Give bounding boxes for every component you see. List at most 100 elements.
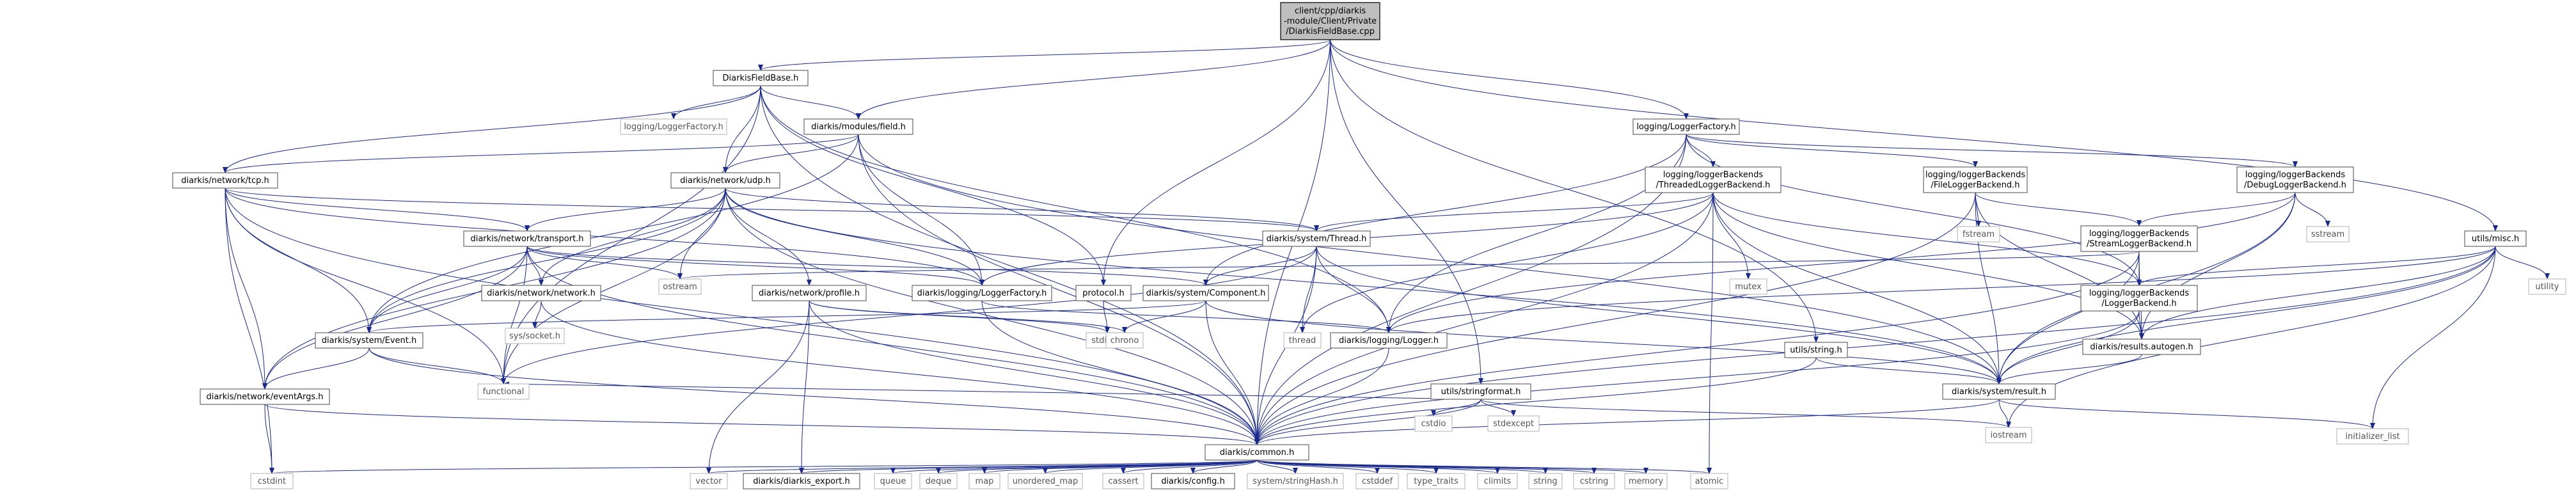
include-edge <box>1686 134 2298 168</box>
node-label-line: utils/string.h <box>1790 346 1842 355</box>
include-edge <box>723 85 761 173</box>
include-edge <box>368 347 506 385</box>
node-label-line: logging/loggerBackends <box>1925 170 2026 180</box>
include-edge <box>368 347 1260 445</box>
node-diarkis-fieldbase-cpp[interactable]: client/cpp/diarkis-module/Client/Private… <box>1280 2 1380 40</box>
include-edge <box>1712 192 1751 280</box>
node-diarkis-network-network-h[interactable]: diarkis/network/network.h <box>481 285 601 301</box>
node-utils-string-h[interactable]: utils/string.h <box>1784 342 1848 358</box>
node-logging-loggerfactory-h[interactable]: logging/LoggerFactory.h <box>1632 118 1740 135</box>
node-box <box>919 473 958 489</box>
node-label-line: /DiarkisFieldBase.cpp <box>1286 27 1375 36</box>
node-diarkis-system-result-h[interactable]: diarkis/system/result.h <box>1942 383 2056 400</box>
include-edge <box>858 134 984 286</box>
node-diarkis-network-transport-h[interactable]: diarkis/network/transport.h <box>463 230 591 247</box>
node-diarkis-export-h[interactable]: diarkis/diarkis_export.h <box>743 473 860 489</box>
include-edge <box>758 39 1331 71</box>
node-label-line: system/stringHash.h <box>1252 477 1338 486</box>
node-box <box>250 473 294 489</box>
include-edge <box>1043 459 1258 474</box>
node-diarkis-logging-logger-h[interactable]: diarkis/logging/Logger.h <box>1330 332 1448 349</box>
node-diarkis-system-component-h[interactable]: diarkis/system/Component.h <box>1142 285 1269 301</box>
node-iostream: iostream <box>1985 427 2032 443</box>
node-label-line: cstddef <box>1362 477 1393 486</box>
node-loggerbackend-h[interactable]: logging/loggerBackends/LoggerBackend.h <box>2080 285 2198 312</box>
node-box <box>2464 230 2527 247</box>
node-box <box>172 172 278 189</box>
node-fileloggerbackend-h[interactable]: logging/loggerBackends/FileLoggerBackend… <box>1923 166 2028 193</box>
node-box <box>200 388 330 405</box>
include-edge <box>1256 459 1597 474</box>
include-edge <box>2006 246 2496 428</box>
include-edge <box>525 187 726 232</box>
node-logging-loggerfactory-h-sys: logging/LoggerFactory.h <box>620 118 727 135</box>
node-layer: client/cpp/diarkis-module/Client/Private… <box>172 2 2566 489</box>
node-label-line: sstream <box>2311 230 2344 239</box>
node-stdexcept: stdexcept <box>1487 415 1540 432</box>
node-box <box>1690 473 1728 489</box>
node-sys-socket-h: sys/socket.h <box>505 328 565 344</box>
node-threadedloggerbackend-h[interactable]: logging/loggerBackends/ThreadedLoggerBac… <box>1645 166 1782 193</box>
node-box <box>1205 444 1309 461</box>
node-utils-stringformat-h[interactable]: utils/stringformat.h <box>1430 383 1531 400</box>
node-label-line: atomic <box>1695 477 1723 486</box>
node-box <box>912 285 1052 301</box>
node-protocol-h[interactable]: protocol.h <box>1075 285 1132 301</box>
node-utils-misc-h[interactable]: utils/misc.h <box>2464 230 2527 247</box>
node-label-line: utils/misc.h <box>2472 234 2519 244</box>
node-box <box>1075 285 1132 301</box>
node-label-line: diarkis/network/eventArgs.h <box>206 392 323 402</box>
node-diarkis-system-event-h[interactable]: diarkis/system/Event.h <box>315 332 423 349</box>
node-label-line: logging/LoggerFactory.h <box>1636 122 1735 132</box>
node-diarkis-network-profile-h[interactable]: diarkis/network/profile.h <box>752 285 867 301</box>
include-edge <box>858 134 1260 445</box>
node-diarkis-network-udp-h[interactable]: diarkis/network/udp.h <box>670 172 780 189</box>
node-diarkis-results-autogen-h[interactable]: diarkis/results.autogen.h <box>2082 338 2201 355</box>
node-label-line: cassert <box>1108 477 1138 486</box>
node-label-line: cstring <box>1580 477 1608 486</box>
include-edge <box>367 246 528 333</box>
include-edge <box>1254 310 2140 445</box>
include-edge <box>1996 246 2496 385</box>
node-label-line: stdexcept <box>1493 419 1534 429</box>
include-edge <box>1205 300 2002 385</box>
include-edge <box>856 39 1331 120</box>
include-edge <box>2495 246 2550 280</box>
node-label-line: string <box>1533 477 1557 486</box>
include-edge <box>2295 192 2330 227</box>
node-diarkis-network-eventargs-h[interactable]: diarkis/network/eventArgs.h <box>200 388 330 405</box>
node-diarkis-network-tcp-h[interactable]: diarkis/network/tcp.h <box>172 172 278 189</box>
node-diarkis-logging-loggerfactory-h[interactable]: diarkis/logging/LoggerFactory.h <box>912 285 1052 301</box>
node-box <box>1142 285 1269 301</box>
include-edge <box>539 187 726 286</box>
node-label-line: protocol.h <box>1082 289 1124 298</box>
include-edge <box>1707 192 1714 474</box>
include-edge <box>225 187 984 286</box>
node-debugloggerbackend-h[interactable]: logging/loggerBackends/DebugLoggerBacken… <box>2236 166 2354 193</box>
include-edge <box>367 300 1206 333</box>
node-box <box>463 230 591 247</box>
include-edge <box>725 187 1319 232</box>
include-edge <box>1300 246 1317 333</box>
node-diarkis-system-thread-h[interactable]: diarkis/system/Thread.h <box>1262 230 1371 247</box>
node-label-line: map <box>976 477 994 486</box>
include-edge <box>1316 246 1391 333</box>
node-diarkis-modules-field-h[interactable]: diarkis/modules/field.h <box>803 118 913 135</box>
node-label-line: diarkis/network/tcp.h <box>181 176 269 186</box>
include-edge <box>1254 347 1389 445</box>
node-diarkis-common-h[interactable]: diarkis/common.h <box>1205 444 1309 461</box>
include-edge <box>1480 399 1516 417</box>
node-box <box>1407 473 1466 489</box>
node-diarkis-config-h[interactable]: diarkis/config.h <box>1151 473 1235 489</box>
include-edge <box>526 246 1260 445</box>
node-streamloggerbackend-h[interactable]: logging/loggerBackends/StreamLoggerBacke… <box>2080 225 2198 252</box>
node-deque: deque <box>919 473 958 489</box>
node-label-line: initializer_list <box>2345 432 2399 441</box>
node-box <box>1355 473 1399 489</box>
include-edge <box>723 134 859 173</box>
include-edge <box>264 404 274 474</box>
node-label-line: mutex <box>1735 282 1762 292</box>
node-diarkisfieldbase-h[interactable]: DiarkisFieldBase.h <box>713 70 809 86</box>
node-functional: functional <box>477 383 530 400</box>
node-label-line: diarkis/logging/LoggerFactory.h <box>917 289 1047 298</box>
